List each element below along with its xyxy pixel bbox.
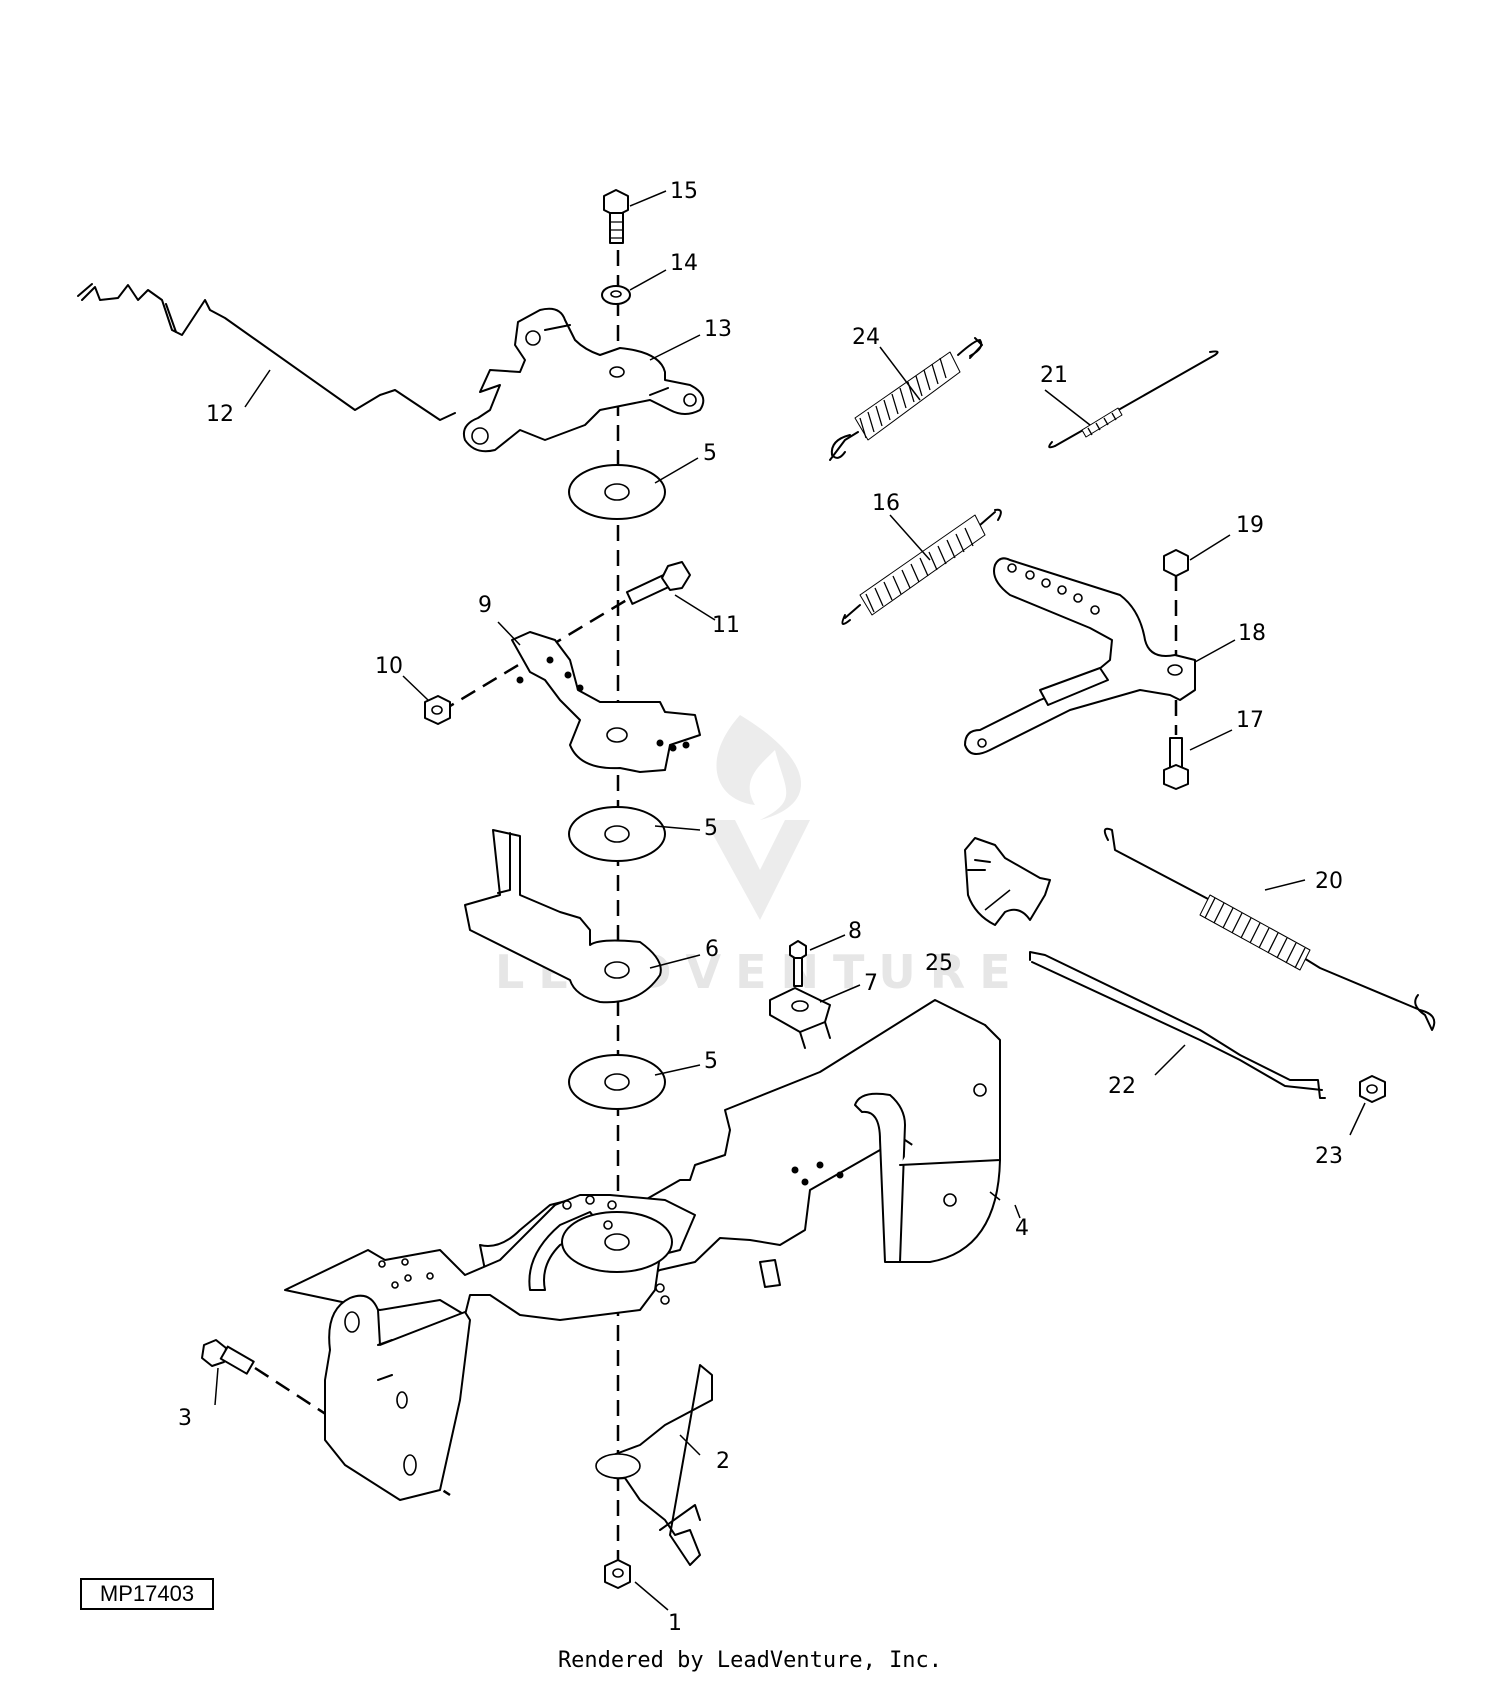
part-8-bolt <box>789 940 807 987</box>
part-18-arm <box>964 557 1196 755</box>
callout-2: 2 <box>716 1449 730 1474</box>
part-23-nut <box>1359 1075 1386 1103</box>
callout-19: 19 <box>1236 513 1264 538</box>
callout-1: 1 <box>668 1611 682 1636</box>
part-13-bellcrank <box>462 307 705 453</box>
part-12-wire-rod <box>77 283 456 421</box>
part-19-nut <box>1163 549 1189 577</box>
callout-14: 14 <box>670 251 698 276</box>
callout-22: 22 <box>1108 1074 1136 1099</box>
callout-23: 23 <box>1315 1144 1343 1169</box>
callout-16: 16 <box>872 491 900 516</box>
part-24-spring <box>829 337 983 461</box>
left-mount-bracket <box>324 1294 471 1501</box>
callout-11: 11 <box>712 613 740 638</box>
render-credit: Rendered by LeadVenture, Inc. <box>557 1648 943 1673</box>
callouts: 15 14 13 12 5 11 9 10 5 6 5 4 8 7 25 3 2… <box>178 179 1343 1636</box>
part-20-spring-rod <box>1103 827 1436 1031</box>
part-10-nut <box>424 695 451 725</box>
part-11-bolt <box>625 561 691 605</box>
callout-6: 6 <box>705 937 719 962</box>
part-25-clamp <box>964 837 1051 926</box>
part-14-washer <box>601 285 631 305</box>
part-7-clip <box>769 987 831 1049</box>
callout-24: 24 <box>852 325 880 350</box>
part-5-washer-bottom <box>568 1054 666 1110</box>
base-plate <box>284 1194 781 1321</box>
figure-id-box: MP17403 <box>80 1578 214 1610</box>
part-2-cover <box>595 1364 713 1566</box>
callout-5-bottom: 5 <box>704 1049 718 1074</box>
part-21-spring <box>1048 350 1219 449</box>
callout-18: 18 <box>1238 621 1266 646</box>
callout-17: 17 <box>1236 708 1264 733</box>
part-5-washer-middle <box>568 806 666 862</box>
callout-7: 7 <box>864 971 878 996</box>
callout-4: 4 <box>1015 1216 1029 1241</box>
callout-15: 15 <box>670 179 698 204</box>
part-5-washer-top <box>568 464 666 520</box>
callout-10: 10 <box>375 654 403 679</box>
callout-9: 9 <box>478 593 492 618</box>
leader-lines <box>214 190 1366 1611</box>
bolt3-axis <box>254 1366 451 1497</box>
callout-3: 3 <box>178 1406 192 1431</box>
callout-5-middle: 5 <box>704 816 718 841</box>
part-9-lever <box>511 631 701 773</box>
callout-12: 12 <box>206 402 234 427</box>
callout-25: 25 <box>925 951 953 976</box>
callout-21: 21 <box>1040 363 1068 388</box>
part-17-bolt <box>1163 737 1189 790</box>
part-16-spring <box>841 508 1002 625</box>
part-3-bolt <box>201 1339 255 1375</box>
callout-5-top: 5 <box>703 441 717 466</box>
part-1-nut <box>604 1559 631 1589</box>
bolt11-axis <box>439 590 641 714</box>
part-22-rod <box>1029 951 1326 1099</box>
part-15-bolt <box>603 189 629 244</box>
part-6-plate <box>464 829 662 1004</box>
callout-20: 20 <box>1315 869 1343 894</box>
callout-13: 13 <box>704 317 732 342</box>
callout-8: 8 <box>848 919 862 944</box>
